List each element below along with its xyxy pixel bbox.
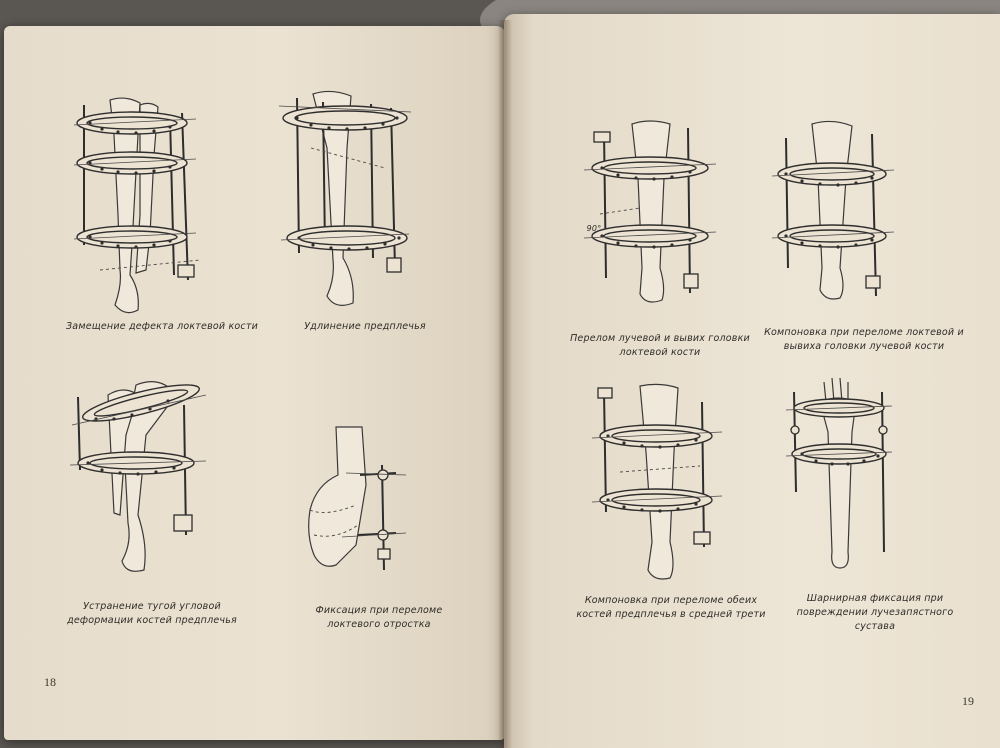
book-gutter	[498, 20, 512, 748]
figure-forearm-lengthening	[278, 90, 412, 306]
caption-angular-deformity-correction: Устранение тугой угловой деформации кост…	[67, 601, 237, 626]
figure-both-bones-midthird-fracture	[591, 383, 723, 580]
page-number-right: 19	[962, 694, 974, 708]
caption-olecranon-fixation: Фиксация при переломе локтевого отростка	[315, 605, 443, 630]
figure-angular-deformity-correction	[69, 381, 207, 572]
figure-ulna-defect-replacement	[73, 97, 201, 314]
caption-wrist-hinged-fixation: Шарнирная фиксация при повреждении лучез…	[796, 593, 954, 632]
caption-ulna-fracture-radial-head-dislocation: Компоновка при переломе локтевой и вывих…	[764, 327, 964, 352]
figure-ulna-fracture-radial-head-dislocation	[771, 120, 895, 300]
caption-forearm-lengthening: Удлинение предплечья	[304, 321, 426, 332]
figure-olecranon-fixation	[308, 426, 407, 571]
page-number-left: 18	[44, 675, 56, 689]
right-page	[504, 14, 1000, 748]
caption-ulna-defect-replacement: Замещение дефекта локтевой кости	[66, 321, 258, 332]
left-page	[4, 26, 506, 740]
caption-both-bones-midthird-fracture: Компоновка при переломе обеих костей пре…	[576, 595, 766, 620]
figure-wrist-hinged-fixation	[785, 377, 893, 569]
figure-radius-fracture-ulna-dislocation	[583, 120, 717, 303]
caption-radius-fracture-ulna-dislocation: Перелом лучевой и вывих головки локтевой…	[570, 333, 750, 358]
angle-label: 90°	[586, 224, 602, 233]
